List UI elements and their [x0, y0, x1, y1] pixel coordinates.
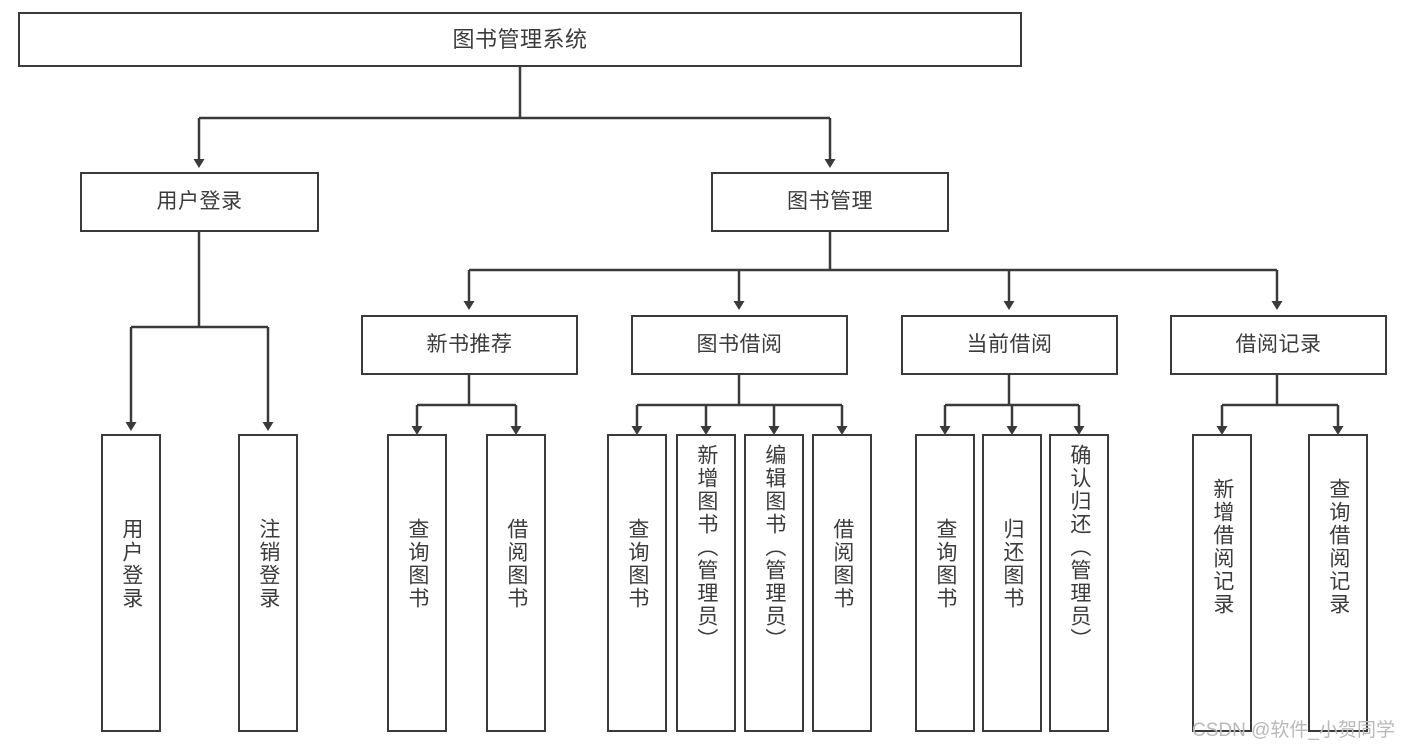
node-label: 当前借阅 — [966, 332, 1053, 356]
node-borrow-record[interactable]: 借阅记录 — [1170, 315, 1387, 375]
node-label: 查询图书 — [933, 518, 957, 610]
node-new-book-recommend[interactable]: 新书推荐 — [361, 315, 578, 375]
node-leaf-logout[interactable]: 注销登录 — [238, 434, 298, 732]
node-label: 用户登录 — [119, 518, 143, 610]
node-label: 借阅图书 — [830, 518, 854, 610]
node-leaf-borrow-book-2[interactable]: 借阅图书 — [812, 434, 872, 732]
node-user-login[interactable]: 用户登录 — [80, 172, 319, 232]
node-leaf-query-book-1[interactable]: 查询图书 — [387, 434, 447, 732]
node-leaf-confirm-return-admin[interactable]: 确认归还（管理员） — [1049, 434, 1109, 732]
node-label: 确认归还（管理员） — [1067, 444, 1091, 651]
node-label: 归还图书 — [1000, 518, 1024, 610]
node-leaf-add-book-admin[interactable]: 新增图书（管理员） — [676, 434, 736, 732]
node-label: 查询借阅记录 — [1326, 478, 1350, 616]
node-leaf-return-book[interactable]: 归还图书 — [982, 434, 1042, 732]
node-label: 借阅记录 — [1235, 332, 1322, 356]
node-label: 新增图书（管理员） — [694, 444, 718, 651]
node-label: 图书管理系统 — [452, 26, 588, 52]
node-root-system[interactable]: 图书管理系统 — [18, 12, 1022, 67]
node-leaf-query-book-3[interactable]: 查询图书 — [915, 434, 975, 732]
node-book-management[interactable]: 图书管理 — [711, 172, 949, 232]
node-label: 注销登录 — [256, 518, 280, 610]
node-label: 借阅图书 — [504, 518, 528, 610]
node-leaf-query-borrow-record[interactable]: 查询借阅记录 — [1308, 434, 1368, 732]
node-label: 新书推荐 — [426, 332, 513, 356]
node-leaf-borrow-book-1[interactable]: 借阅图书 — [486, 434, 546, 732]
node-label: 编辑图书（管理员） — [762, 444, 786, 651]
node-label: 查询图书 — [625, 518, 649, 610]
node-label: 新增借阅记录 — [1210, 478, 1234, 616]
node-book-borrow[interactable]: 图书借阅 — [631, 315, 848, 375]
node-label: 查询图书 — [405, 518, 429, 610]
node-leaf-add-borrow-record[interactable]: 新增借阅记录 — [1192, 434, 1252, 732]
watermark-text: CSDN @软件_小贺同学 — [1192, 720, 1395, 741]
node-label: 图书借阅 — [696, 332, 783, 356]
node-leaf-query-book-2[interactable]: 查询图书 — [607, 434, 667, 732]
node-leaf-user-login[interactable]: 用户登录 — [101, 434, 161, 732]
node-current-borrow[interactable]: 当前借阅 — [901, 315, 1118, 375]
node-label: 图书管理 — [787, 189, 873, 213]
node-label: 用户登录 — [156, 189, 243, 213]
node-leaf-edit-book-admin[interactable]: 编辑图书（管理员） — [744, 434, 804, 732]
